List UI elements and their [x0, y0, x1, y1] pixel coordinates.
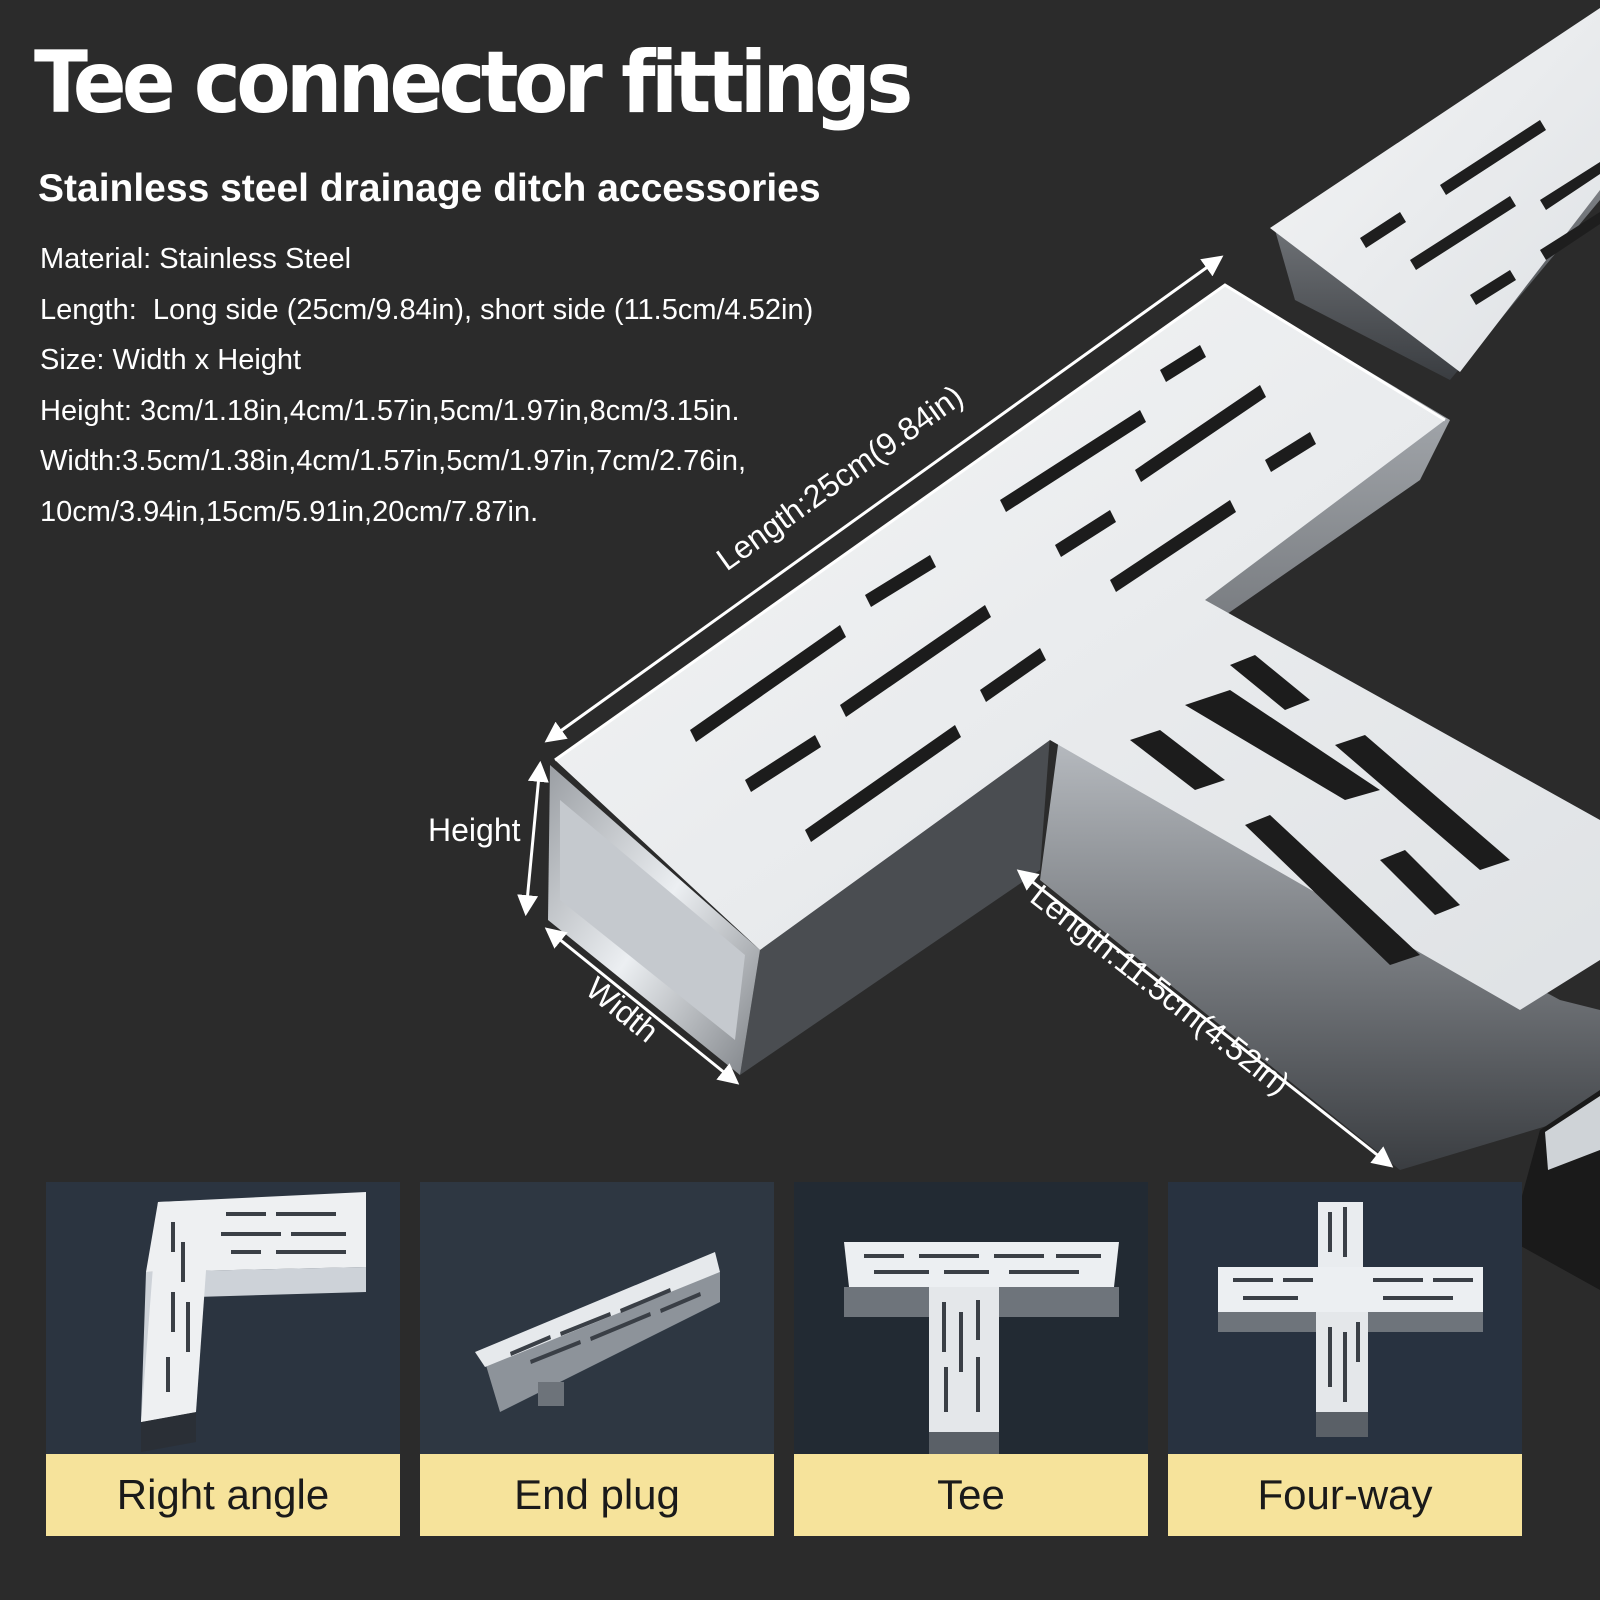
connecting-channel-piece	[1270, 8, 1600, 380]
variant-card-end-plug[interactable]: End plug	[420, 1182, 774, 1536]
variant-card-right-angle[interactable]: Right angle	[46, 1182, 400, 1536]
spec-list: Material: Stainless Steel Length: Long s…	[40, 234, 813, 537]
variant-card-four-way[interactable]: Four-way	[1168, 1182, 1522, 1536]
spec-height: Height: 3cm/1.18in,4cm/1.57in,5cm/1.97in…	[40, 394, 740, 427]
height-label: Height	[428, 812, 521, 848]
width-arrow	[544, 927, 740, 1085]
variant-card-tee[interactable]: Tee	[794, 1182, 1148, 1536]
long-length-arrow	[544, 255, 1224, 743]
page-subtitle: Stainless steel drainage ditch accessori…	[38, 167, 821, 210]
spec-size: Size: Width x Height	[40, 344, 302, 376]
page-title: Tee connector fittings	[34, 33, 913, 133]
spec-length: Length: Long side (25cm/9.84in), short s…	[40, 293, 814, 326]
height-arrow	[517, 760, 549, 917]
variant-label: End plug	[420, 1454, 774, 1536]
spec-width: Width:3.5cm/1.38in,4cm/1.57in,5cm/1.97in…	[40, 445, 747, 477]
spec-material: Material: Stainless Steel	[40, 243, 352, 275]
variant-label: Right angle	[46, 1454, 400, 1536]
variant-label: Tee	[794, 1454, 1148, 1536]
dimension-arrows	[517, 255, 1394, 1168]
variant-label: Four-way	[1168, 1454, 1522, 1536]
spec-width-continued: 10cm/3.94in,15cm/5.91in,20cm/7.87in.	[40, 495, 539, 528]
short-length-arrow	[1016, 869, 1394, 1168]
